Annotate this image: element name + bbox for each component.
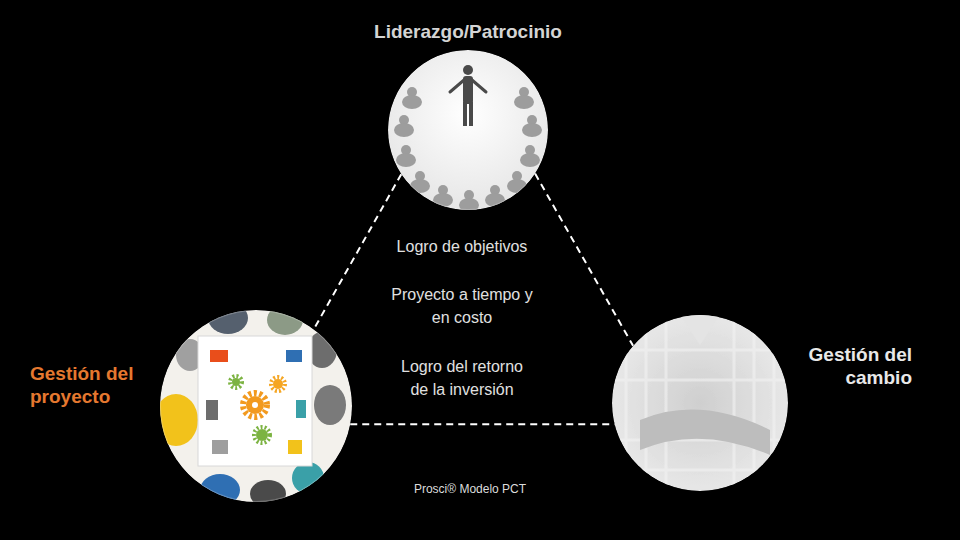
circle-node: Liderazgo/Patrocinio [388,50,548,210]
dashed-connector [350,424,614,425]
dashed-line [535,174,633,346]
node-heading: Gestión del proyecto [30,362,155,408]
circle-outline [388,50,548,210]
dashed-line [350,423,614,425]
leader-picture [388,50,548,212]
circle-node: Gestión del cambio [612,315,788,491]
center-label: Prosci® Modelo PCT [370,481,570,498]
label-holder: Prosci® Modelo PCT [370,481,570,498]
circle-outline [160,310,352,502]
dashed-connector [535,174,633,346]
node-heading: Liderazgo/Patrocinio [318,20,618,43]
circle-node: Gestión del proyecto [160,310,352,502]
dashed-connector [314,174,402,329]
team-picture [154,302,352,508]
label-holder: Logro del retorno de la inversión [392,355,532,401]
dashed-line [314,174,402,329]
label-holder: Proyecto a tiempo y en costo [387,283,537,329]
change-picture [612,315,788,491]
center-label: Logro del retorno de la inversión [392,355,532,401]
node-heading: Gestión del cambio [790,343,912,389]
circle-outline [612,315,788,491]
center-label: Logro de objetivos [362,235,562,258]
center-label: Proyecto a tiempo y en costo [387,283,537,329]
label-holder: Logro de objetivos [362,235,562,258]
